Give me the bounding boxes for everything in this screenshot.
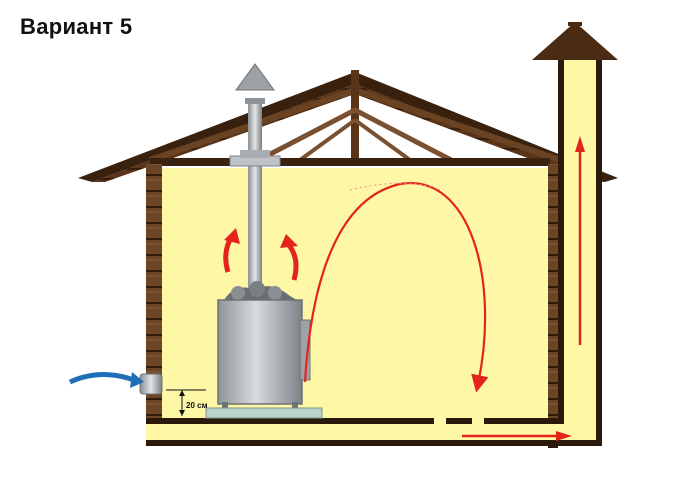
arrow-right-icon [462,431,572,441]
exhaust-shaft [532,22,618,446]
diagram-title: Вариант 5 [20,14,133,39]
curved-arrow-up-icon [280,234,299,281]
intake-vent [139,373,206,416]
circulation-arrow [303,181,489,393]
stove-base [205,407,323,419]
curved-arrow-right-icon [68,371,144,388]
right-log-wall [548,164,558,448]
arrow-up-icon [575,136,585,345]
stove-chimney [229,63,281,290]
left-log-wall [146,164,162,446]
roof [78,70,618,182]
dimension-label: 20 см [186,401,208,410]
floor [146,417,602,446]
curved-arrow-up-icon [223,228,240,273]
shaft-cap [532,22,618,60]
stove [217,281,311,410]
